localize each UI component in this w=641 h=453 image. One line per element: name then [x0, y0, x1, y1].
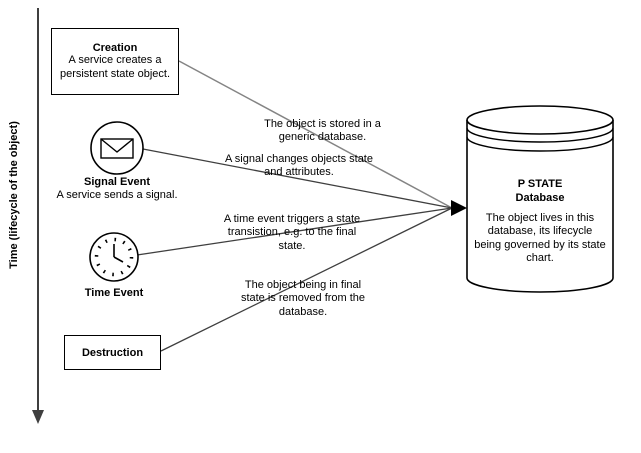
connector-signal-to-db	[142, 148, 453, 209]
clock-icon	[89, 232, 139, 282]
connector-creation-to-db	[178, 60, 453, 209]
envelope-icon	[90, 121, 144, 175]
creation-title: Creation	[92, 42, 138, 55]
time-axis	[32, 8, 44, 424]
annotation-removed: The object being in final state is remov…	[240, 279, 366, 318]
time-event-title: Time Event	[84, 287, 144, 299]
db-title-line1: P STATE	[517, 178, 563, 190]
creation-desc: A service creates a persistent state obj…	[59, 54, 171, 80]
database-cylinder-icon	[466, 105, 614, 293]
time-axis-arrow-icon	[32, 410, 44, 424]
connector-time-to-db	[136, 207, 453, 256]
time-axis-label: Time (lifecycle of the object)	[8, 121, 20, 269]
destruction-title: Destruction	[81, 346, 144, 359]
annotation-transition: A time event triggers a state transistio…	[223, 213, 361, 252]
connector-destruction-to-db	[160, 207, 453, 352]
destruction-node: Destruction	[64, 335, 161, 370]
db-arrowhead-icon	[451, 200, 467, 216]
db-title-line2: Database	[515, 191, 565, 204]
signal-event-title: Signal Event	[83, 176, 151, 188]
signal-event-desc: A service sends a signal.	[56, 189, 178, 201]
annotation-stored: The object is stored in a generic databa…	[264, 118, 381, 144]
db-desc: The object lives in this database, its l…	[474, 212, 606, 265]
creation-node: Creation A service creates a persistent …	[51, 28, 179, 95]
annotation-signal: A signal changes objects state and attri…	[225, 153, 373, 179]
db-title: P STATE Database	[470, 178, 610, 206]
